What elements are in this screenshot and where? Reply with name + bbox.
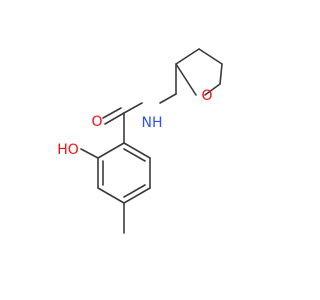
amide-bond xyxy=(123,102,143,114)
bond xyxy=(204,83,221,96)
bond xyxy=(123,142,151,159)
bond xyxy=(219,63,223,85)
nitrogen-methylene-bond xyxy=(159,93,177,104)
carbonyl-oxygen-label: O xyxy=(91,114,102,130)
carbonyl-bond xyxy=(102,107,122,119)
bond xyxy=(175,48,200,65)
bond xyxy=(123,148,146,162)
tetrahydrofuran-ring xyxy=(175,48,223,96)
atom-label-ring-oxygen: O xyxy=(201,88,212,104)
amide-nitrogen-label: NH xyxy=(142,115,163,131)
hydroxyl-label: HO xyxy=(57,142,79,158)
benzene-ring xyxy=(97,142,151,204)
atom-label-hydroxyl: HO xyxy=(57,142,79,158)
hydroxyl-bond xyxy=(80,148,99,159)
atom-label-amide-nitrogen: NH xyxy=(142,115,163,131)
atom-label-carbonyl-oxygen: O xyxy=(91,114,102,130)
bond xyxy=(123,184,146,198)
ring-oxygen-label: O xyxy=(201,88,212,104)
bond xyxy=(97,187,125,204)
carbonyl-bond xyxy=(104,112,125,125)
bond xyxy=(123,187,151,204)
chemical-structure: HO O NH O xyxy=(57,48,223,234)
bond xyxy=(97,142,125,159)
bond xyxy=(198,48,223,65)
bond xyxy=(175,63,197,96)
